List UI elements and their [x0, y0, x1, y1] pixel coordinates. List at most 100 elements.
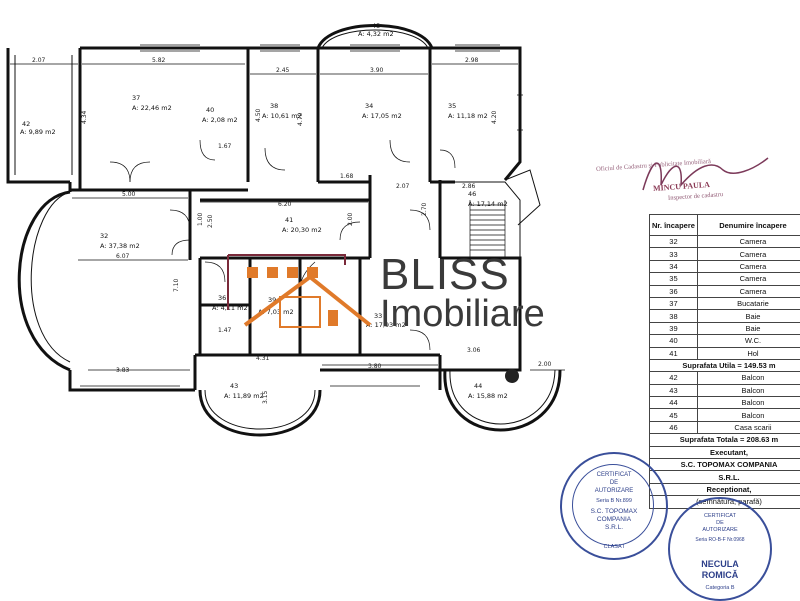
room-37: 37 A: 22,46 m2: [132, 94, 172, 112]
svg-text:2.86: 2.86: [462, 183, 476, 190]
legend-total-row: Suprafata Totala = 208.63 m: [650, 434, 800, 446]
svg-text:3.06: 3.06: [467, 347, 481, 354]
logo-bliss-text: BLISS: [380, 253, 545, 297]
column: [505, 369, 519, 383]
logo-imobiliare-text: Imobiliare: [380, 295, 545, 333]
svg-text:6.07: 6.07: [116, 253, 130, 260]
svg-text:2.07: 2.07: [32, 57, 46, 64]
balcony-46-wedge: [505, 170, 540, 225]
room-38: 38 A: 10,61 m2: [262, 102, 302, 120]
walls: [8, 48, 520, 390]
svg-text:32: 32: [100, 232, 108, 240]
svg-text:A: 11,89 m2: A: 11,89 m2: [224, 392, 264, 400]
svg-text:36: 36: [218, 294, 226, 302]
svg-text:4.50: 4.50: [255, 108, 262, 122]
svg-text:37: 37: [132, 94, 140, 102]
room-46: 46 A: 17,14 m2: [468, 190, 508, 208]
legend-company-row: S.C. TOPOMAX COMPANIA: [650, 459, 800, 471]
room-43: 43 A: 11,89 m2: [224, 382, 264, 400]
room-36: 36 A: 4,11 m2: [212, 294, 248, 312]
svg-text:3.83: 3.83: [116, 367, 130, 374]
svg-text:1.47: 1.47: [218, 327, 232, 334]
room-42: 42A: 9,89 m2: [20, 120, 56, 136]
svg-text:35: 35: [448, 102, 456, 110]
svg-text:3.90: 3.90: [370, 67, 384, 74]
svg-text:5.82: 5.82: [152, 57, 166, 64]
legend-header-denumire: Denumire încapere: [697, 215, 800, 236]
svg-text:1.00: 1.00: [197, 212, 204, 226]
svg-text:46: 46: [468, 190, 476, 198]
legend-receptionat-row: Receptionat,: [650, 483, 800, 495]
svg-text:2.00: 2.00: [538, 361, 552, 368]
svg-text:1.67: 1.67: [218, 143, 232, 150]
svg-text:2.50: 2.50: [207, 214, 214, 228]
svg-text:45: 45: [372, 22, 380, 30]
svg-text:A: 4,32 m2: A: 4,32 m2: [358, 30, 394, 38]
svg-text:2.07: 2.07: [396, 183, 410, 190]
svg-text:41: 41: [285, 216, 293, 224]
room-40: 40 A: 2,08 m2: [202, 106, 238, 124]
legend-srl-row: S.R.L.: [650, 471, 800, 483]
svg-text:2.70: 2.70: [421, 202, 428, 216]
svg-text:38: 38: [270, 102, 278, 110]
svg-text:2.45: 2.45: [276, 67, 290, 74]
svg-text:A: 20,30 m2: A: 20,30 m2: [282, 226, 322, 234]
cadastre-signature-stamp: Oficiul de Cadastru și Publicitate Imobi…: [588, 150, 778, 220]
svg-text:3.80: 3.80: [368, 363, 382, 370]
svg-text:A: 9,89 m2: A: 9,89 m2: [20, 128, 56, 136]
svg-text:A: 37,38 m2: A: 37,38 m2: [100, 242, 140, 250]
svg-text:A: 4,11 m2: A: 4,11 m2: [212, 304, 248, 312]
svg-text:34: 34: [365, 102, 373, 110]
svg-text:42: 42: [22, 120, 30, 128]
topomax-stamp: CERTIFICAT DE AUTORIZARE Seria B Nr.899 …: [560, 452, 668, 560]
room-34: 34 A: 17,05 m2: [362, 102, 402, 120]
svg-text:4.34: 4.34: [81, 110, 88, 124]
legend-executant-row: Executant,: [650, 446, 800, 458]
room-41: 41 A: 20,30 m2: [282, 216, 322, 234]
room-labels: 45A: 4,32 m2 37A: 22,46 m2 40A: 2,08 m2 …: [20, 22, 508, 400]
svg-text:A: 17,05 m2: A: 17,05 m2: [362, 112, 402, 120]
legend-util-row: Suprafata Utila = 149.53 m: [650, 359, 800, 371]
svg-text:7.10: 7.10: [173, 278, 180, 292]
svg-text:A: 17,14 m2: A: 17,14 m2: [468, 200, 508, 208]
svg-text:2.98: 2.98: [465, 57, 479, 64]
svg-text:44: 44: [474, 382, 482, 390]
bliss-logo: BLISS Imobiliare: [380, 253, 545, 333]
svg-text:2.00: 2.00: [347, 212, 354, 226]
svg-text:A: 11,18 m2: A: 11,18 m2: [448, 112, 488, 120]
necula-stamp: CERTIFICAT DE AUTORIZARE Seria RO-B-F Nr…: [668, 497, 772, 601]
svg-text:6.20: 6.20: [278, 201, 292, 208]
balcony-44-arc: [445, 370, 560, 430]
svg-text:1.68: 1.68: [340, 173, 354, 180]
room-35: 35 A: 11,18 m2: [448, 102, 488, 120]
svg-text:40: 40: [206, 106, 214, 114]
room-45: 45A: 4,32 m2: [358, 22, 394, 38]
room-32: 32 A: 37,38 m2: [100, 232, 140, 250]
svg-text:A: 2,08 m2: A: 2,08 m2: [202, 116, 238, 124]
balcony-42-rail: [15, 55, 72, 175]
svg-text:4.20: 4.20: [491, 110, 498, 124]
svg-text:A: 22,46 m2: A: 22,46 m2: [132, 104, 172, 112]
svg-text:43: 43: [230, 382, 238, 390]
svg-text:5.00: 5.00: [122, 191, 136, 198]
room-44: 44 A: 15,88 m2: [468, 382, 508, 400]
svg-text:A: 10,61 m2: A: 10,61 m2: [262, 112, 302, 120]
legend-header-nr: Nr. încapere: [650, 215, 698, 236]
svg-text:A: 15,88 m2: A: 15,88 m2: [468, 392, 508, 400]
svg-text:4.31: 4.31: [256, 355, 270, 362]
